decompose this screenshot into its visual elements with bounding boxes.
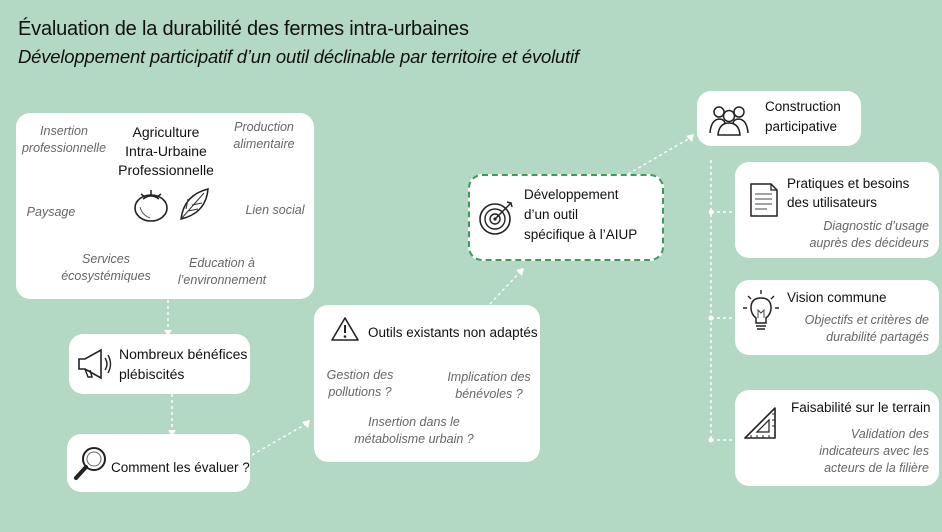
faisabilite-box: Faisabilité sur le terrain Validation de…: [735, 390, 939, 486]
construction-label: Construction participative: [765, 99, 841, 134]
faisabilite-sub: Validation des indicateurs avec les acte…: [819, 427, 929, 475]
outils-insertion: Insertion dans le métabolisme urbain ?: [354, 415, 474, 446]
group-people-icon: [709, 106, 749, 136]
magnifier-icon: [74, 447, 106, 480]
benefit-services: Services écosystémiques: [61, 252, 151, 283]
vision-title: Vision commune: [787, 290, 887, 305]
pratiques-sub: Diagnostic d’usage auprès des décideurs: [809, 219, 929, 250]
leaf-icon: [180, 188, 209, 220]
vision-commune-box: Vision commune Objectifs et critères de …: [735, 280, 939, 355]
vision-sub: Objectifs et critères de durabilité part…: [804, 313, 929, 344]
benefit-insertion: Insertion professionnelle: [21, 124, 107, 155]
pratiques-title: Pratiques et besoins des utilisateurs: [787, 176, 910, 210]
benefits-box: Insertion professionnelle Agriculture In…: [16, 113, 314, 299]
outils-implication: Implication des bénévoles ?: [447, 370, 531, 401]
target-icon: [479, 201, 513, 235]
tomato-icon: [134, 190, 168, 222]
benefit-education: Education à l’environnement: [177, 256, 267, 287]
developpement-label: Développement d’un outil spécifique à l’…: [524, 187, 638, 242]
outils-gestion: Gestion des pollutions ?: [326, 368, 394, 399]
lightbulb-icon: [743, 290, 779, 330]
nombreux-benefices-box: Nombreux bénéfices plébiscités: [69, 334, 250, 394]
outils-existants-box: Outils existants non adaptés Gestion des…: [314, 305, 540, 462]
megaphone-icon: [78, 348, 112, 380]
benefit-paysage: Paysage: [26, 205, 76, 219]
document-icon: [750, 183, 778, 217]
faisabilite-title: Faisabilité sur le terrain: [791, 400, 931, 415]
page-subtitle: Développement participatif d’un outil dé…: [18, 46, 579, 67]
pratiques-besoins-box: Pratiques et besoins des utilisateurs Di…: [735, 162, 939, 258]
page-title: Évaluation de la durabilité des fermes i…: [18, 18, 469, 40]
warning-icon: [331, 317, 359, 341]
benefit-center-label: Agriculture Intra-Urbaine Professionnell…: [118, 124, 214, 178]
benefit-lien-social: Lien social: [245, 203, 305, 217]
outils-title: Outils existants non adaptés: [368, 325, 538, 340]
nombreux-label: Nombreux bénéfices plébiscités: [119, 346, 248, 382]
developpement-outil-box: Développement d’un outil spécifique à l’…: [468, 174, 664, 261]
construction-participative-box: Construction participative: [697, 91, 861, 146]
comment-evaluer-box: Comment les évaluer ?: [67, 434, 250, 492]
benefit-production: Production alimentaire: [233, 120, 295, 151]
ruler-triangle-icon: [744, 407, 776, 439]
comment-evaluer-label: Comment les évaluer ?: [111, 460, 250, 475]
